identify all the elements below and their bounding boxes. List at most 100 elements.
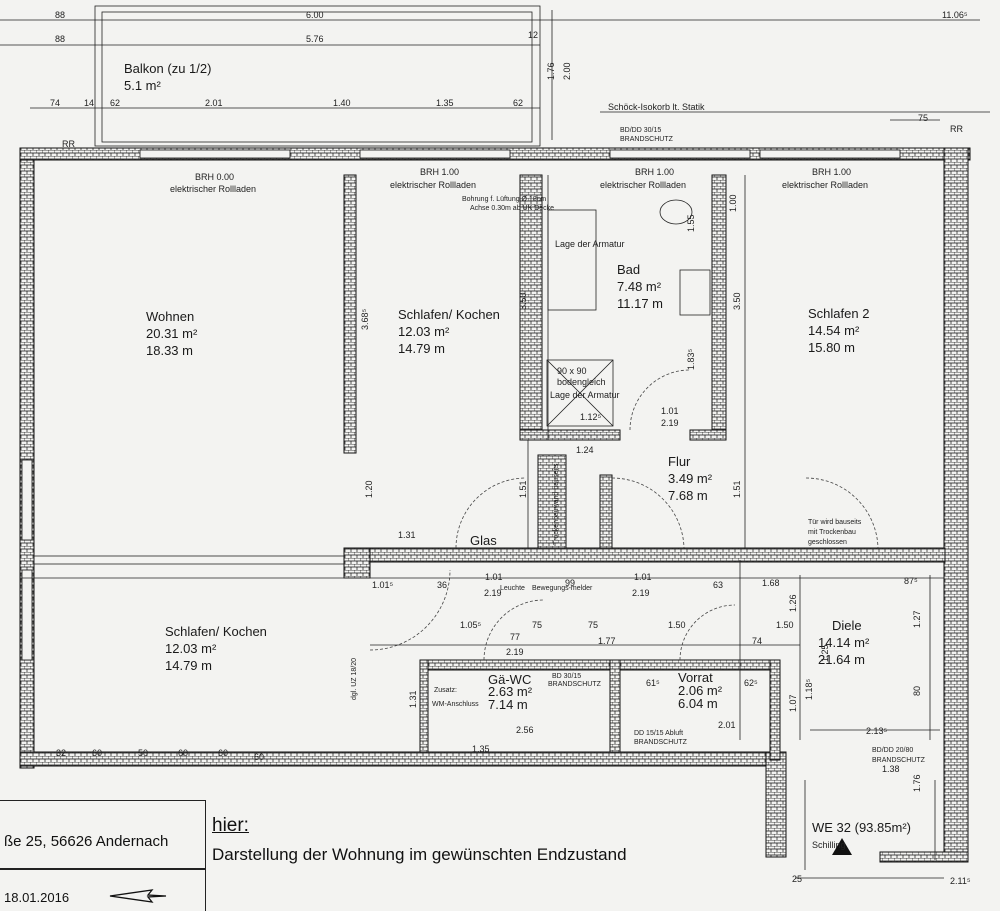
dim-200: 2.00	[562, 62, 572, 80]
window-schlafen2	[759, 149, 901, 159]
wall-wc-right	[609, 659, 621, 753]
dim-625: 62⁵	[744, 678, 758, 688]
title-address: ße 25, 56626 Andernach	[4, 833, 169, 850]
room-diele-perimeter: 21.64 m	[818, 652, 865, 667]
dim-211: 2.11⁵	[950, 876, 971, 886]
dim-25: 25	[792, 874, 802, 884]
room-flur-perimeter: 7.68 m	[668, 488, 708, 503]
title-description: Darstellung der Wohnung im gewünschten E…	[212, 845, 627, 864]
dim-101c: 1.01	[634, 572, 652, 582]
room-schlafen2-name: Schlafen 2	[808, 306, 869, 321]
toilet	[659, 199, 693, 225]
room-diele-area: 14.14 m²	[818, 635, 870, 650]
title-block-border-bottom	[0, 868, 206, 911]
room-bad-area: 7.48 m²	[617, 279, 662, 294]
label-brandschutz4: BRANDSCHUTZ	[634, 739, 688, 746]
dim-14: 14	[84, 98, 94, 108]
wall-flur-right	[599, 474, 613, 551]
dim-126: 1.26	[788, 594, 798, 612]
label-bddd2080: BD/DD 20/80	[872, 747, 913, 754]
wall-bad-bottom2	[689, 429, 727, 441]
wall-vorrat-right	[769, 659, 781, 761]
label-lage-armatur: Lage der Armatur	[555, 239, 625, 249]
label-brh-100-b: BRH 1.00	[635, 167, 674, 177]
dim-118: 1.18⁵	[804, 678, 814, 700]
wall-middle-horizontal	[344, 547, 946, 563]
label-rolladen-d: elektrischer Rollladen	[782, 180, 868, 190]
wall-right	[943, 147, 969, 859]
dim-50: 50	[138, 748, 148, 758]
room-wohnen-area: 20.31 m²	[146, 326, 198, 341]
label-dgl: dgl. UZ 18/20	[351, 658, 358, 700]
window-schlafen	[359, 149, 511, 159]
room-balkon-name: Balkon (zu 1/2)	[124, 61, 211, 76]
door-arc-bottom-left	[369, 569, 451, 651]
dim-176: 1.76	[546, 62, 556, 80]
dim-112: 1.12⁵	[580, 412, 602, 422]
dim-99: 99	[565, 578, 575, 588]
dim-1015: 1.01⁵	[372, 580, 394, 590]
dim-1106: 11.06⁵	[942, 10, 968, 20]
wall-bottom-left	[19, 751, 781, 767]
dim-36: 36	[437, 580, 447, 590]
dim-600: 6.00	[306, 10, 324, 20]
dim-615: 61⁵	[646, 678, 660, 688]
label-brandschutz3: BRANDSCHUTZ	[548, 681, 602, 688]
label-dusche: 90 x 90	[557, 366, 587, 376]
label-brandschutz5: BRANDSCHUTZ	[872, 757, 926, 764]
dim-135b: 1.35	[472, 744, 490, 754]
window-bad	[609, 149, 751, 159]
label-tuer2: mit Trockenbau	[808, 529, 856, 536]
dim-125: 1.25	[820, 644, 830, 662]
wall-bottom-right	[765, 751, 787, 858]
dim-100: 1.00	[728, 194, 738, 212]
dim-101b: 1.01	[485, 572, 503, 582]
room-schlafen-kochen-bottom-perimeter: 14.79 m	[165, 658, 212, 673]
wall-wohnen-schlafen	[343, 174, 357, 454]
dim-168: 1.68	[762, 578, 780, 588]
dim-213: 2.13⁵	[866, 726, 888, 736]
label-rolladen-b: elektrischer Rollladen	[390, 180, 476, 190]
dim-124: 1.24	[576, 445, 594, 455]
dim-219: 2.19	[661, 418, 679, 428]
dim-350b: 3.50	[732, 292, 742, 310]
room-balkon-area: 5.1 m²	[124, 78, 162, 93]
label-tuer3: geschlossen	[808, 539, 847, 546]
dim-88a: 88	[55, 10, 65, 20]
dim-150: 1.50	[668, 620, 686, 630]
dim-74b: 74	[752, 636, 762, 646]
dim-138: 1.38	[882, 764, 900, 774]
window-left-a	[21, 459, 33, 541]
dim-135: 1.35	[436, 98, 454, 108]
room-gae-wc-perimeter: 7.14 m	[488, 697, 528, 712]
wall-bottom-stub	[879, 851, 969, 863]
dim-183: 1.83⁵	[686, 348, 696, 370]
dim-350a: 3.50	[518, 292, 528, 310]
dim-140: 1.40	[333, 98, 351, 108]
room-gae-wc-area: 2.63 m²	[488, 684, 533, 699]
dim-75b: 75	[532, 620, 542, 630]
dim-576: 5.76	[306, 34, 324, 44]
dim-60a: 60	[92, 748, 102, 758]
dim-107: 1.07	[788, 694, 798, 712]
wall-left-column	[343, 547, 371, 579]
room-wohnen-name: Wohnen	[146, 309, 194, 324]
dim-32: 32	[56, 748, 66, 758]
bathtub	[547, 209, 597, 311]
dim-63: 63	[713, 580, 723, 590]
door-arc-flur	[611, 477, 685, 549]
room-bad-perimeter: 11.17 m	[617, 296, 663, 311]
dim-88b: 88	[55, 34, 65, 44]
dim-75: 75	[918, 113, 928, 123]
dim-131: 1.31	[398, 530, 416, 540]
room-schlafen-kochen-bottom-area: 12.03 m²	[165, 641, 217, 656]
room-schlafen-kochen-bottom-name: Schlafen/ Kochen	[165, 624, 267, 639]
dim-74: 74	[50, 98, 60, 108]
door-arc-wc	[483, 599, 545, 661]
room-gae-wc-name: Gä-WC	[488, 672, 531, 687]
label-brh-000: BRH 0.00	[195, 172, 234, 182]
door-arc-bad	[629, 369, 691, 431]
room-flur-name: Flur	[668, 454, 691, 469]
room-vorrat-area: 2.06 m²	[678, 683, 723, 698]
annotation-brandschutz-top2: BRANDSCHUTZ	[620, 136, 674, 143]
